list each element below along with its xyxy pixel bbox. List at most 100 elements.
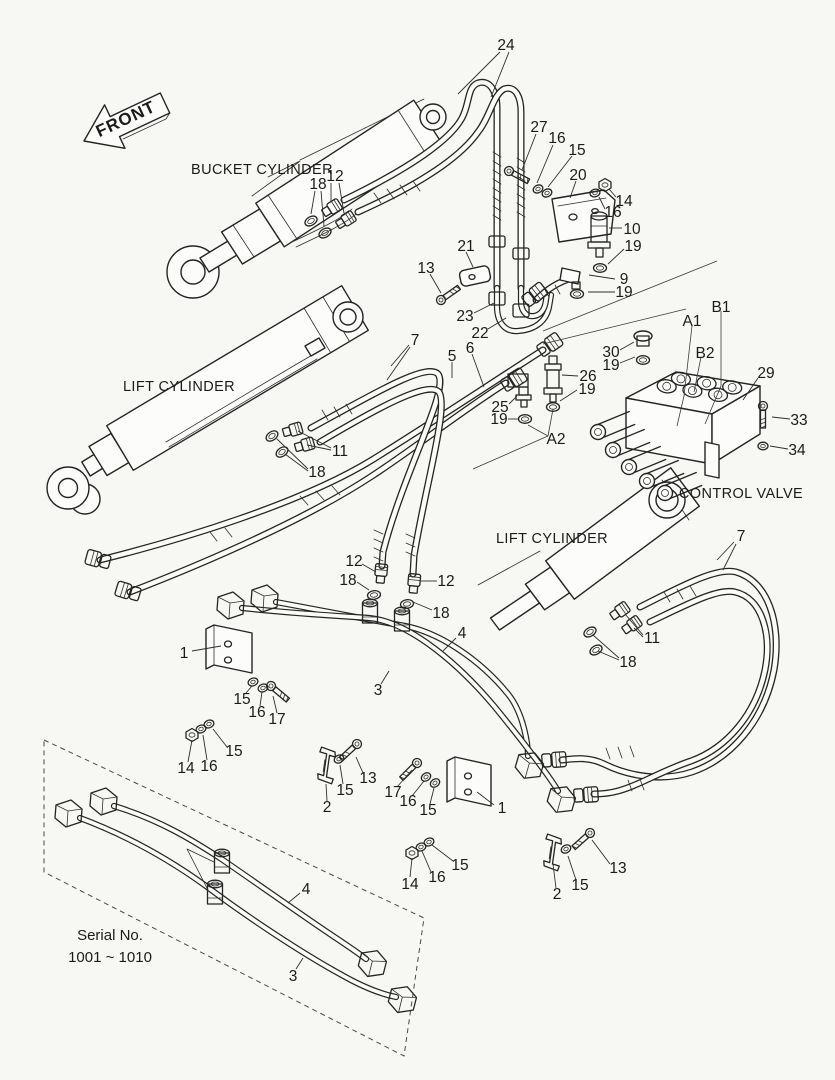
callout-19: 19: [615, 284, 632, 301]
leader-line-2: [325, 783, 328, 802]
leader-line-13: [591, 839, 611, 865]
leader-line-14: [187, 739, 193, 763]
callout-1: 1: [498, 800, 507, 817]
callout-18: 18: [339, 572, 356, 589]
leader-line-13: [429, 273, 442, 294]
leader-line-30: [619, 341, 635, 351]
leader-line-11: [624, 613, 644, 636]
leader-line-7: [716, 541, 735, 561]
callout-17: 17: [268, 711, 285, 728]
port-label-B1: B1: [712, 299, 731, 316]
leader-line-7: [390, 344, 410, 367]
callout-22: 22: [471, 325, 488, 342]
lift-cylinder-left-label: LIFT CYLINDER: [123, 379, 235, 395]
callout-15: 15: [451, 857, 468, 874]
leader-line-14: [608, 188, 617, 198]
leader-line-6: [471, 353, 485, 388]
leader-line-17: [396, 769, 413, 788]
callout-9: 9: [620, 271, 629, 288]
leader-line-3: [380, 670, 390, 685]
callout-11: 11: [332, 443, 348, 460]
callout-18: 18: [309, 176, 326, 193]
leader-line-26: [561, 374, 579, 377]
bracket-1-right: [446, 756, 492, 807]
callout-12: 12: [345, 553, 362, 570]
port-label-A2: A2: [547, 431, 566, 448]
callout-24: 24: [497, 37, 515, 54]
bucket-cylinder-drawing: [166, 99, 447, 299]
callout-16: 16: [399, 793, 416, 810]
callout-4: 4: [302, 881, 311, 898]
leader-line-4: [442, 637, 457, 652]
clamp-21: [434, 265, 492, 307]
leader-line-16: [598, 196, 606, 210]
callout-29: 29: [757, 365, 774, 382]
leader-line-15: [212, 728, 228, 748]
leader-line-29: [742, 377, 759, 401]
port-construction-lines: [472, 260, 722, 470]
bracket-1-left: [205, 624, 253, 674]
callout-16: 16: [248, 704, 265, 721]
leader-line-1: [476, 791, 495, 806]
leader-line-27: [521, 133, 537, 171]
leader-line-11: [297, 430, 332, 449]
leader-line-34: [769, 445, 789, 450]
hose-assy-24-pipes-22-23: [344, 82, 572, 331]
bucket-cylinder-label: BUCKET CYLINDER: [191, 162, 333, 178]
callout-27: 27: [530, 119, 547, 136]
callout-21: 21: [457, 238, 474, 255]
leader-line-19: [619, 356, 636, 364]
callout-12: 12: [326, 168, 343, 185]
serial-range-label: 1001 ~ 1010: [68, 949, 152, 966]
callout-5: 5: [448, 348, 457, 365]
callout-34: 34: [788, 442, 806, 459]
upper-bracket-and-elbows: [502, 164, 616, 299]
leader-line-15: [547, 155, 573, 188]
callout-11: 11: [644, 630, 660, 647]
lift-cylinder-left-drawing: [46, 285, 369, 515]
callout-30: 30: [602, 344, 620, 361]
control-valve-label: CONTROL VALVE: [679, 486, 803, 502]
leader-line-18: [597, 650, 620, 661]
callout-18: 18: [432, 605, 449, 622]
callout-15: 15: [336, 782, 353, 799]
callout-15: 15: [225, 743, 242, 760]
hose-assy-5-6: [83, 331, 565, 603]
callout-6: 6: [466, 340, 475, 357]
leader-line-13: [355, 756, 364, 774]
callout-19: 19: [578, 381, 595, 398]
callout-15: 15: [571, 877, 588, 894]
callout-2: 2: [323, 799, 332, 816]
leader-line-1: [191, 645, 222, 652]
callout-19: 19: [624, 238, 641, 255]
callout-3: 3: [289, 968, 298, 985]
control-valve-drawing: [589, 330, 769, 502]
leader-line-11: [306, 444, 332, 451]
serial-no-label: Serial No.: [77, 927, 143, 944]
leader-line-18: [356, 581, 370, 591]
leader-line-7: [386, 346, 411, 381]
callout-14: 14: [401, 876, 419, 893]
lift-cylinder-right-label: LIFT CYLINDER: [496, 531, 608, 547]
leader-line-16: [202, 734, 208, 761]
callout-18: 18: [308, 464, 325, 481]
leader-line-15: [339, 764, 344, 785]
callout-16: 16: [604, 204, 621, 221]
callout-15: 15: [419, 802, 436, 819]
leader-line-3: [295, 957, 304, 970]
leader-line-23: [473, 302, 495, 314]
callout-2: 2: [553, 886, 562, 903]
callout-3: 3: [374, 682, 383, 699]
callout-16: 16: [200, 758, 217, 775]
callout-20: 20: [569, 167, 587, 184]
callout-12: 12: [437, 573, 454, 590]
leader-line-18: [310, 190, 316, 215]
callout-4: 4: [458, 625, 467, 642]
leader-line-12: [361, 563, 377, 573]
callout-15: 15: [233, 691, 250, 708]
leader-line-25: [508, 395, 518, 405]
port-label-A1: A1: [683, 313, 702, 330]
